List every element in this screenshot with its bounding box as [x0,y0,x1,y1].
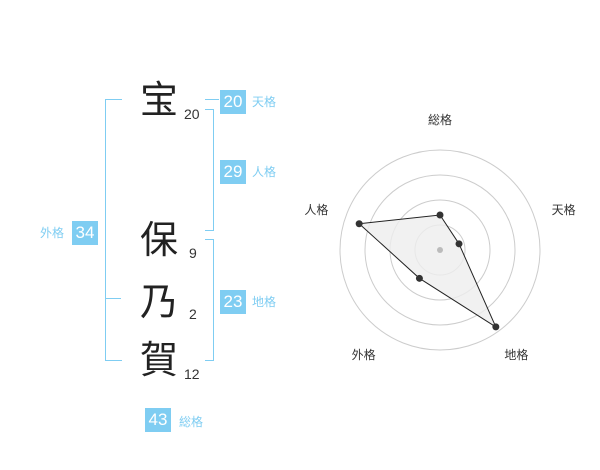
jinkaku-badge: 29 [220,160,246,184]
name-char-1: 宝 [139,78,178,122]
name-char-4: 賀 [139,338,178,382]
radar-point [436,211,444,219]
radar-center [437,247,443,253]
name-char-2: 保 [139,218,178,262]
gaikaku-bracket [105,99,122,361]
radar-area [358,214,497,329]
radar-axis-label: 総格 [428,112,452,127]
radar-axis-label: 天格 [552,202,576,217]
stroke-count-3: 2 [189,306,197,322]
chikaku-badge: 23 [220,290,246,314]
radar-ring [339,149,541,351]
gaikaku-badge: 34 [72,221,98,245]
radar-point [455,240,463,248]
radar-axis-label: 地格 [504,347,528,362]
gaikaku-label: 外格 [40,226,65,240]
stroke-count-2: 9 [189,245,197,261]
radar-point [415,274,423,282]
chikaku-label: 地格 [252,295,277,309]
radar-point [355,220,363,228]
jinkaku-bracket [205,109,214,231]
radar-axis-label: 外格 [352,347,376,362]
tenkaku-label: 天格 [252,95,277,109]
tenkaku-bracket [205,99,219,100]
stroke-count-4: 12 [184,366,200,382]
radar-point [492,323,500,331]
stroke-count-1: 20 [184,106,200,122]
jinkaku-label: 人格 [252,165,277,179]
chikaku-bracket [205,239,214,361]
soukaku-badge: 43 [145,408,171,432]
tenkaku-badge: 20 [220,90,246,114]
radar-axis-label: 人格 [304,202,328,217]
soukaku-label: 総格 [179,415,204,429]
radar-ring [364,174,516,326]
gaikaku-bracket-connector [105,298,121,299]
name-char-3: 乃 [139,280,178,324]
